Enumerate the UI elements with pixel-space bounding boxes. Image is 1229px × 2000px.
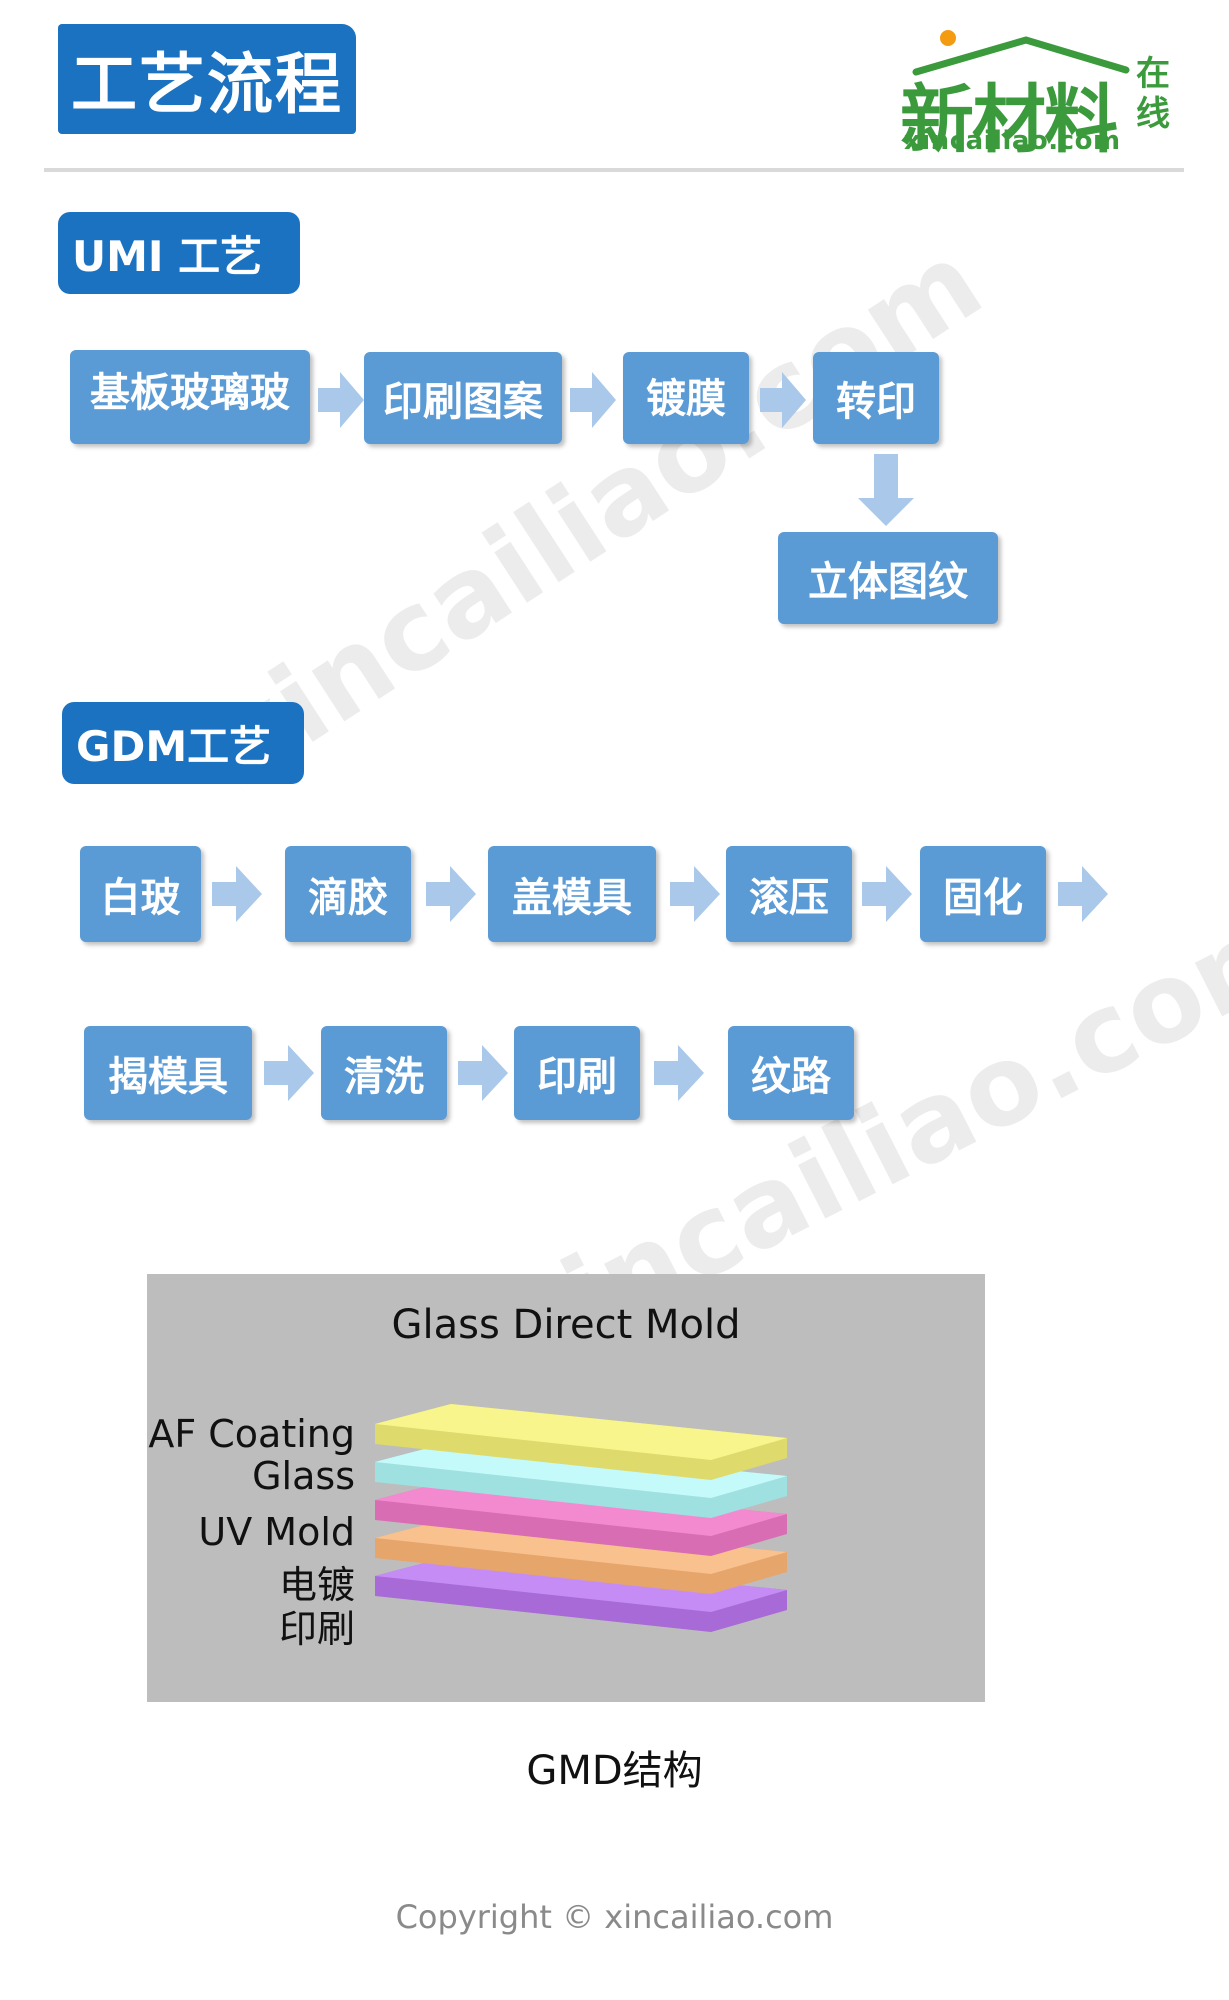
layer-glass <box>375 1442 787 1518</box>
layer-label: 电镀 <box>278 1563 355 1607</box>
layer-uv-mold <box>375 1480 787 1556</box>
figure-title: Glass Direct Mold <box>391 1302 741 1348</box>
gdm-structure-figure: Glass Direct Mold AF Coating Glass UV Mo… <box>147 1274 985 1702</box>
section-label-gdm: GDM工艺 <box>62 702 304 784</box>
arrow-right-icon <box>1058 866 1108 922</box>
flow-step: 滚压 <box>726 846 852 942</box>
layer-plating <box>375 1518 787 1594</box>
arrow-right-icon <box>426 866 476 922</box>
flow-step: 转印 <box>813 352 939 444</box>
arrow-right-icon <box>760 372 806 428</box>
flow-step: 清洗 <box>321 1026 447 1120</box>
flow-step: 滴胶 <box>285 846 411 942</box>
arrow-down-icon <box>858 454 914 526</box>
layer-af-coating <box>375 1404 787 1480</box>
flow-step: 固化 <box>920 846 1046 942</box>
arrow-right-icon <box>570 372 616 428</box>
flow-step: 立体图纹 <box>778 532 998 624</box>
layer-print <box>375 1556 787 1632</box>
layer-stack <box>375 1404 787 1632</box>
roof-icon <box>912 30 1130 76</box>
flow-step: 揭模具 <box>84 1026 252 1120</box>
divider <box>44 168 1184 172</box>
arrow-right-icon <box>212 866 262 922</box>
flow-step: 白玻 <box>80 846 201 942</box>
arrow-right-icon <box>264 1045 314 1101</box>
arrow-right-icon <box>862 866 912 922</box>
layer-label: Glass <box>252 1454 355 1498</box>
flow-step: 纹路 <box>728 1026 854 1120</box>
layer-label: UV Mold <box>198 1510 355 1554</box>
arrow-right-icon <box>458 1045 508 1101</box>
logo-side-text: 在线 <box>1136 54 1170 134</box>
layer-label: AF Coating <box>148 1412 355 1456</box>
copyright: Copyright © xincailiao.com <box>395 1898 834 1936</box>
flow-step: 盖模具 <box>488 846 656 942</box>
arrow-right-icon <box>318 372 364 428</box>
layer-label: 印刷 <box>278 1607 355 1651</box>
logo-main-text: 新材料 <box>900 77 1118 163</box>
section-label-umi: UMI 工艺 <box>58 212 300 294</box>
figure-caption: GMD结构 <box>526 1748 703 1794</box>
page-title: 工艺流程 <box>58 24 356 134</box>
flow-step: 基板玻璃玻 <box>70 350 310 444</box>
logo-domain: xincailiao.com <box>904 126 1121 156</box>
flow-step: 印刷 <box>514 1026 640 1120</box>
flow-step: 镀膜 <box>623 352 749 444</box>
flow-step: 印刷图案 <box>364 352 562 444</box>
arrow-right-icon <box>654 1045 704 1101</box>
arrow-right-icon <box>670 866 720 922</box>
logo[interactable]: 新材料 在线 xincailiao.com <box>900 26 1190 163</box>
